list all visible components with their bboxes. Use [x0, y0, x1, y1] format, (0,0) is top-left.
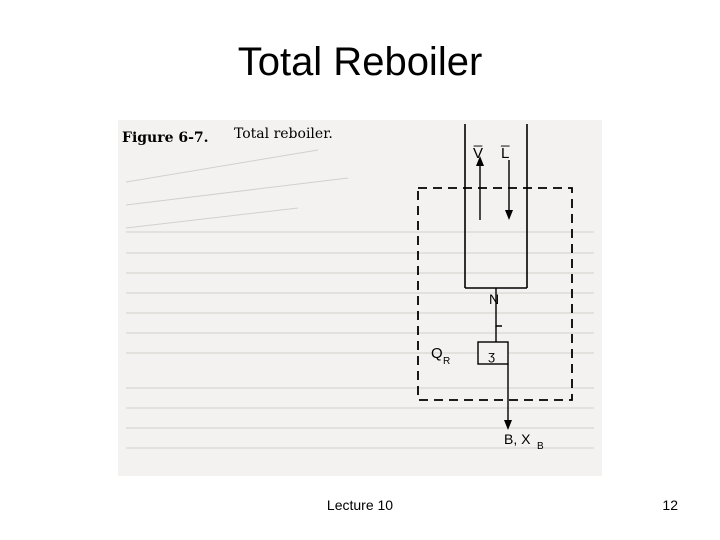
envelope-boundary	[417, 187, 573, 401]
reboiler-coil-glyph: ʒ	[488, 348, 495, 363]
reboiler-diagram: Figure 6-7. Total reboiler. V̅ L̅ N ʒ Q …	[122, 124, 594, 452]
liquid-arrow-head	[505, 210, 513, 220]
figure-caption-number: Figure 6-7.	[122, 130, 209, 146]
reboiler-box	[477, 341, 509, 365]
bottoms-label: B, X	[504, 431, 531, 447]
figure-caption-text: Total reboiler.	[234, 126, 333, 142]
stage-label: N	[489, 291, 499, 307]
background-text-lines	[125, 149, 594, 449]
vapor-arrow-head	[476, 156, 484, 166]
page-number: 12	[662, 497, 678, 513]
bottoms-arrow-head	[504, 420, 512, 430]
bottoms-subscript: B	[537, 441, 544, 452]
scanned-figure: Figure 6-7. Total reboiler. V̅ L̅ N ʒ Q …	[118, 120, 602, 476]
heat-label: Q	[431, 345, 443, 362]
slide-title: Total Reboiler	[237, 40, 483, 84]
footer-lecture-label: Lecture 10	[326, 497, 394, 513]
liquid-label: L̅	[500, 145, 510, 162]
vapor-label: V̅	[473, 145, 483, 162]
heat-subscript: R	[443, 356, 450, 367]
